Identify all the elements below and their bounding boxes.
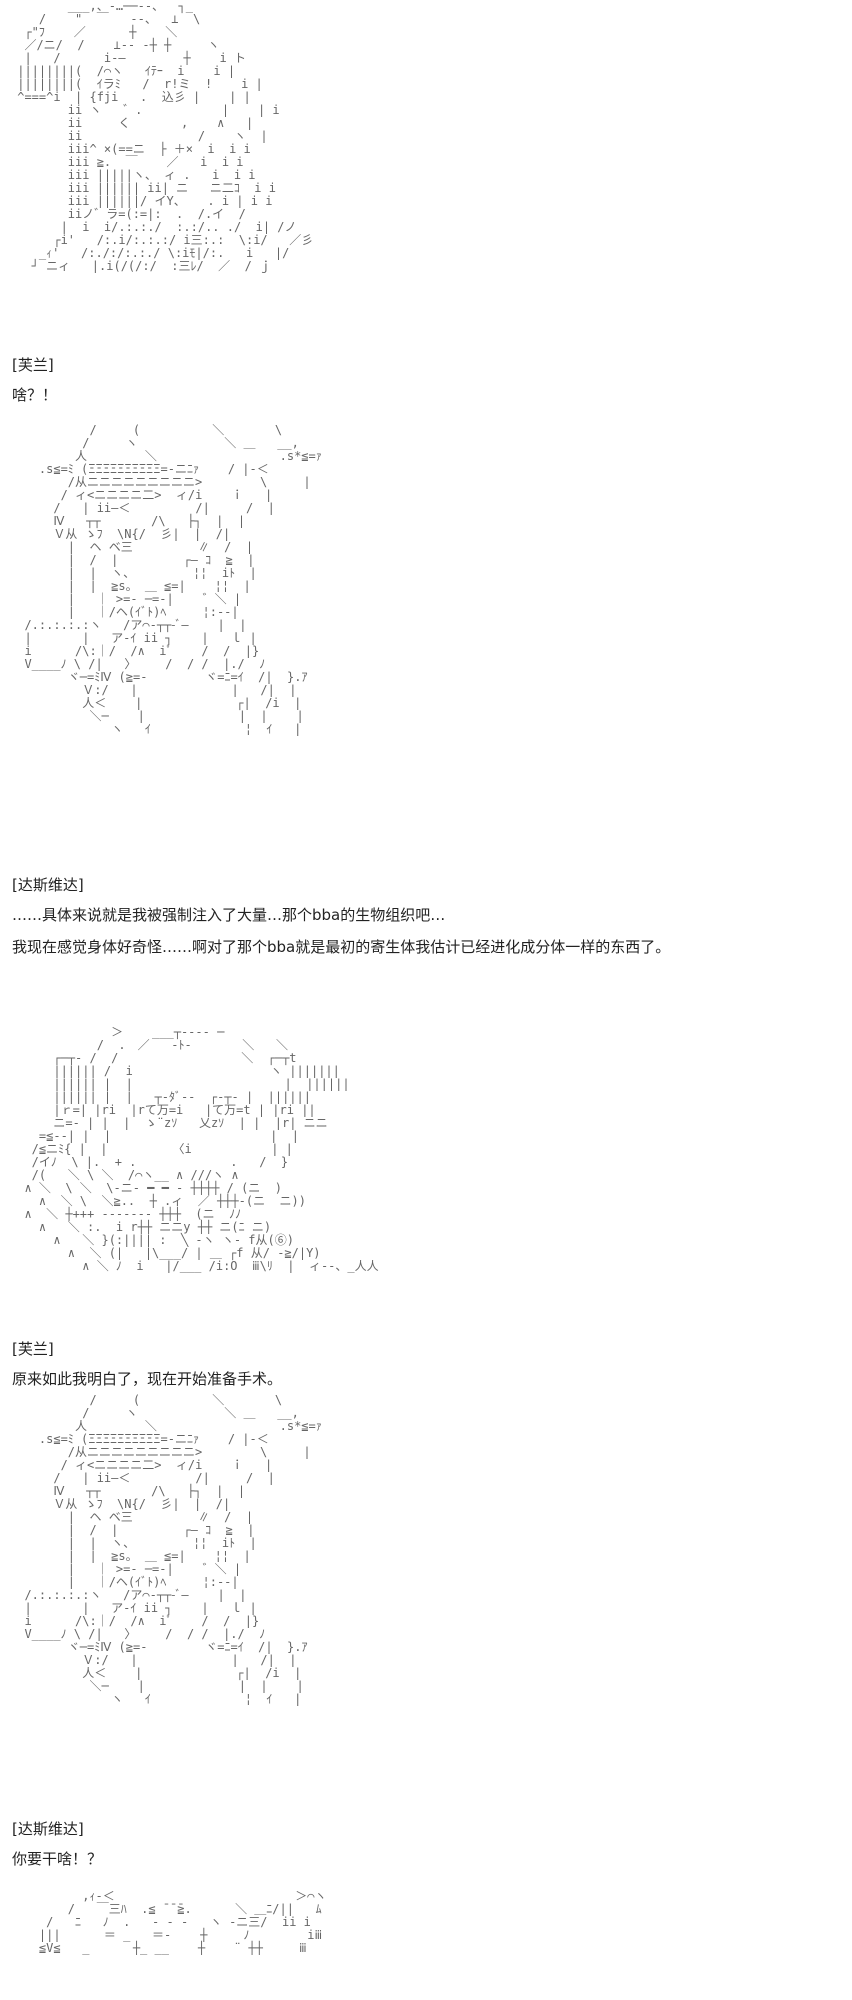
dialogue-line: 啥？！ <box>12 386 58 404</box>
dialogue-text: 你要干啥！？ <box>12 1850 102 1882</box>
ascii-art-illustration: ＞ ___┬‐‐‐‐ ─ / . ／ ‐ﾄ‐ ＼ ＼ ┌─┬‐ / / ＼ ┌─… <box>24 1026 379 1273</box>
ascii-art-illustration: / ( ＼ \ / ヽ ＼ ＿ __, 人 ＼ .s*≦=ｧ .s≦=ﾐ (ΞΞ… <box>24 424 322 736</box>
dialogue-text: 啥？！ <box>12 386 57 418</box>
dialogue-line: ……具体来说就是我被强制注入了大量…那个bba的生物组织吧… <box>12 906 446 924</box>
speaker-label: [芙兰] <box>12 356 54 374</box>
speaker-label: [达斯维达] <box>12 1820 84 1838</box>
ascii-art-illustration: ___,、‐…──‐-、 ┐_ / " ￣ ‐-、 ⊥ \ ┌"ﾌ ／ ┼ ＼ … <box>17 0 314 273</box>
dialogue-line: 你要干啥！？ <box>12 1850 103 1868</box>
speaker-label: [芙兰] <box>12 1340 54 1358</box>
speaker-label: [达斯维达] <box>12 876 84 894</box>
dialogue-line: 原来如此我明白了，现在开始准备手术。 <box>12 1370 283 1388</box>
dialogue-line: 我现在感觉身体好奇怪……啊对了那个bba就是最初的寄生体我估计已经进化成分体一样… <box>12 938 671 956</box>
ascii-art-illustration: / ( ＼ \ / ヽ ＼ ＿ __, 人 ＼ .s*≦=ｧ .s≦=ﾐ (ΞΞ… <box>24 1394 322 1706</box>
dialogue-text: ……具体来说就是我被强制注入了大量…那个bba的生物组织吧… 我现在感觉身体好奇怪… <box>12 906 670 970</box>
dialogue-text: 原来如此我明白了，现在开始准备手术。 <box>12 1370 282 1402</box>
ascii-art-illustration: ,ｨ‐＜ ＞⌒ヽ / ￣三ﾊ .≦ ̄ ̄ ̄≧. ＼ ＿ﾆ/|| ﾑ / ﾆ … <box>38 1890 327 1955</box>
